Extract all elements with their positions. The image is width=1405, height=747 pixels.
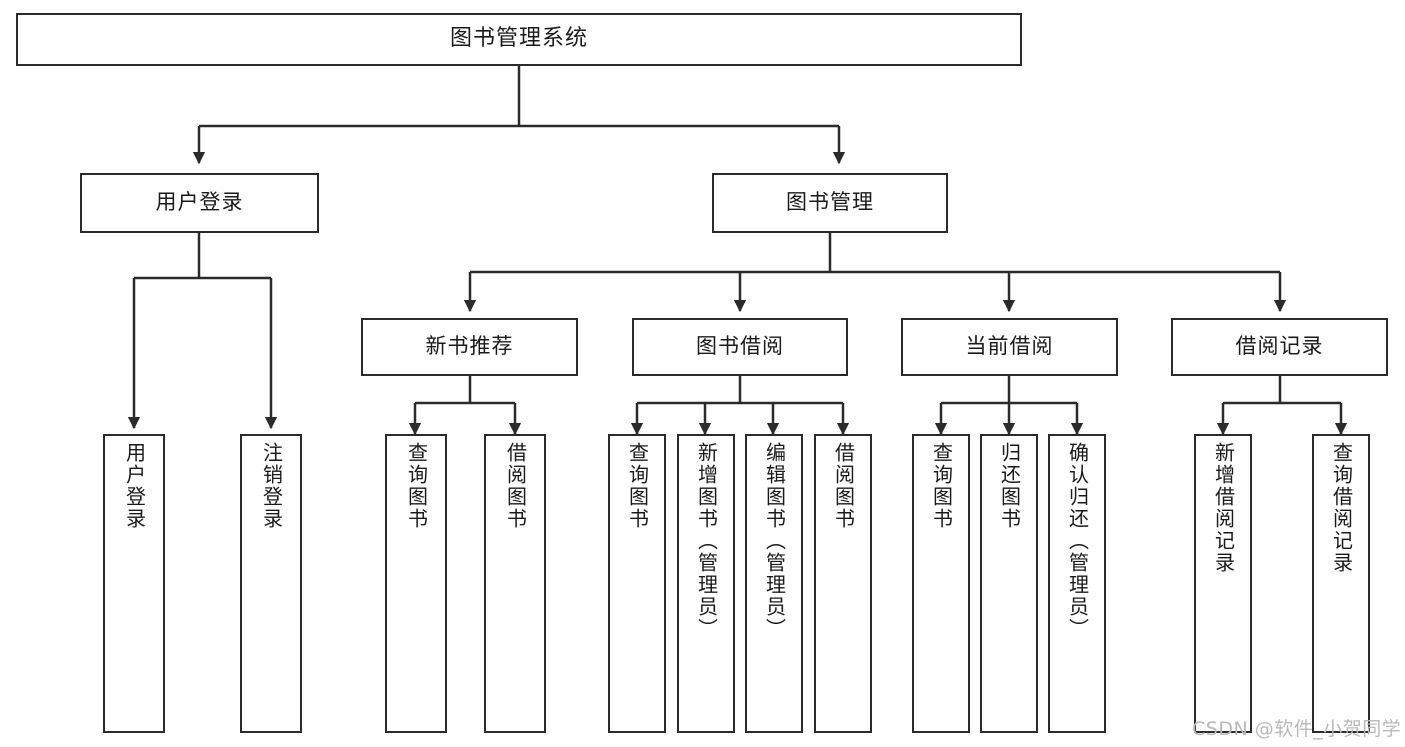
- leaf-current-return-book[interactable]: 归还图书: [980, 434, 1038, 733]
- watermark-text: CSDN @软件_小贺同学: [1192, 718, 1402, 740]
- node-user-login-label: 用户登录: [155, 190, 244, 215]
- leaf-user-login[interactable]: 用户登录: [103, 434, 165, 733]
- node-user-login[interactable]: 用户登录: [80, 173, 319, 233]
- leaf-borrow-query-book[interactable]: 查询图书: [608, 434, 666, 733]
- leaf-record-query-borrow-record[interactable]: 查询借阅记录: [1312, 434, 1370, 733]
- leaf-current-confirm-return-admin[interactable]: 确认归还（管理员）: [1048, 434, 1106, 733]
- leaf-record-query-borrow-record-label: 查询借阅记录: [1329, 442, 1354, 574]
- leaf-borrow-add-book-admin-label: 新增图书（管理员）: [694, 442, 719, 640]
- leaf-newbook-borrow-book[interactable]: 借阅图书: [484, 434, 546, 733]
- node-root-label: 图书管理系统: [449, 26, 588, 52]
- leaf-borrow-edit-book-admin-label: 编辑图书（管理员）: [762, 442, 787, 640]
- node-new-book-recommendation[interactable]: 新书推荐: [361, 318, 578, 376]
- node-book-borrow-label: 图书借阅: [696, 334, 784, 359]
- leaf-user-logout-label: 注销登录: [259, 442, 284, 530]
- node-new-book-recommendation-label: 新书推荐: [425, 334, 514, 359]
- node-book-borrow[interactable]: 图书借阅: [632, 318, 848, 376]
- node-root-system[interactable]: 图书管理系统: [16, 13, 1022, 66]
- leaf-user-login-label: 用户登录: [122, 442, 147, 530]
- node-current-borrow-label: 当前借阅: [965, 334, 1054, 359]
- leaf-newbook-borrow-book-label: 借阅图书: [503, 442, 528, 530]
- leaf-current-query-book-label: 查询图书: [929, 442, 954, 530]
- node-book-management-label: 图书管理: [786, 190, 874, 215]
- leaf-record-add-borrow-record-label: 新增借阅记录: [1211, 442, 1236, 574]
- leaf-newbook-query-book[interactable]: 查询图书: [385, 434, 447, 733]
- leaf-current-query-book[interactable]: 查询图书: [912, 434, 970, 733]
- leaf-borrow-query-book-label: 查询图书: [625, 442, 650, 530]
- leaf-borrow-borrow-book[interactable]: 借阅图书: [814, 434, 872, 733]
- leaf-borrow-borrow-book-label: 借阅图书: [831, 442, 856, 530]
- node-borrow-record[interactable]: 借阅记录: [1171, 318, 1388, 376]
- leaf-user-logout[interactable]: 注销登录: [240, 434, 302, 733]
- leaf-record-add-borrow-record[interactable]: 新增借阅记录: [1194, 434, 1252, 733]
- leaf-current-confirm-return-admin-label: 确认归还（管理员）: [1065, 442, 1090, 640]
- leaf-borrow-add-book-admin[interactable]: 新增图书（管理员）: [677, 434, 735, 733]
- leaf-borrow-edit-book-admin[interactable]: 编辑图书（管理员）: [745, 434, 803, 733]
- leaf-current-return-book-label: 归还图书: [997, 442, 1022, 530]
- node-current-borrow[interactable]: 当前借阅: [901, 318, 1118, 376]
- node-borrow-record-label: 借阅记录: [1235, 334, 1324, 359]
- leaf-newbook-query-book-label: 查询图书: [404, 442, 429, 530]
- node-book-management[interactable]: 图书管理: [712, 173, 948, 233]
